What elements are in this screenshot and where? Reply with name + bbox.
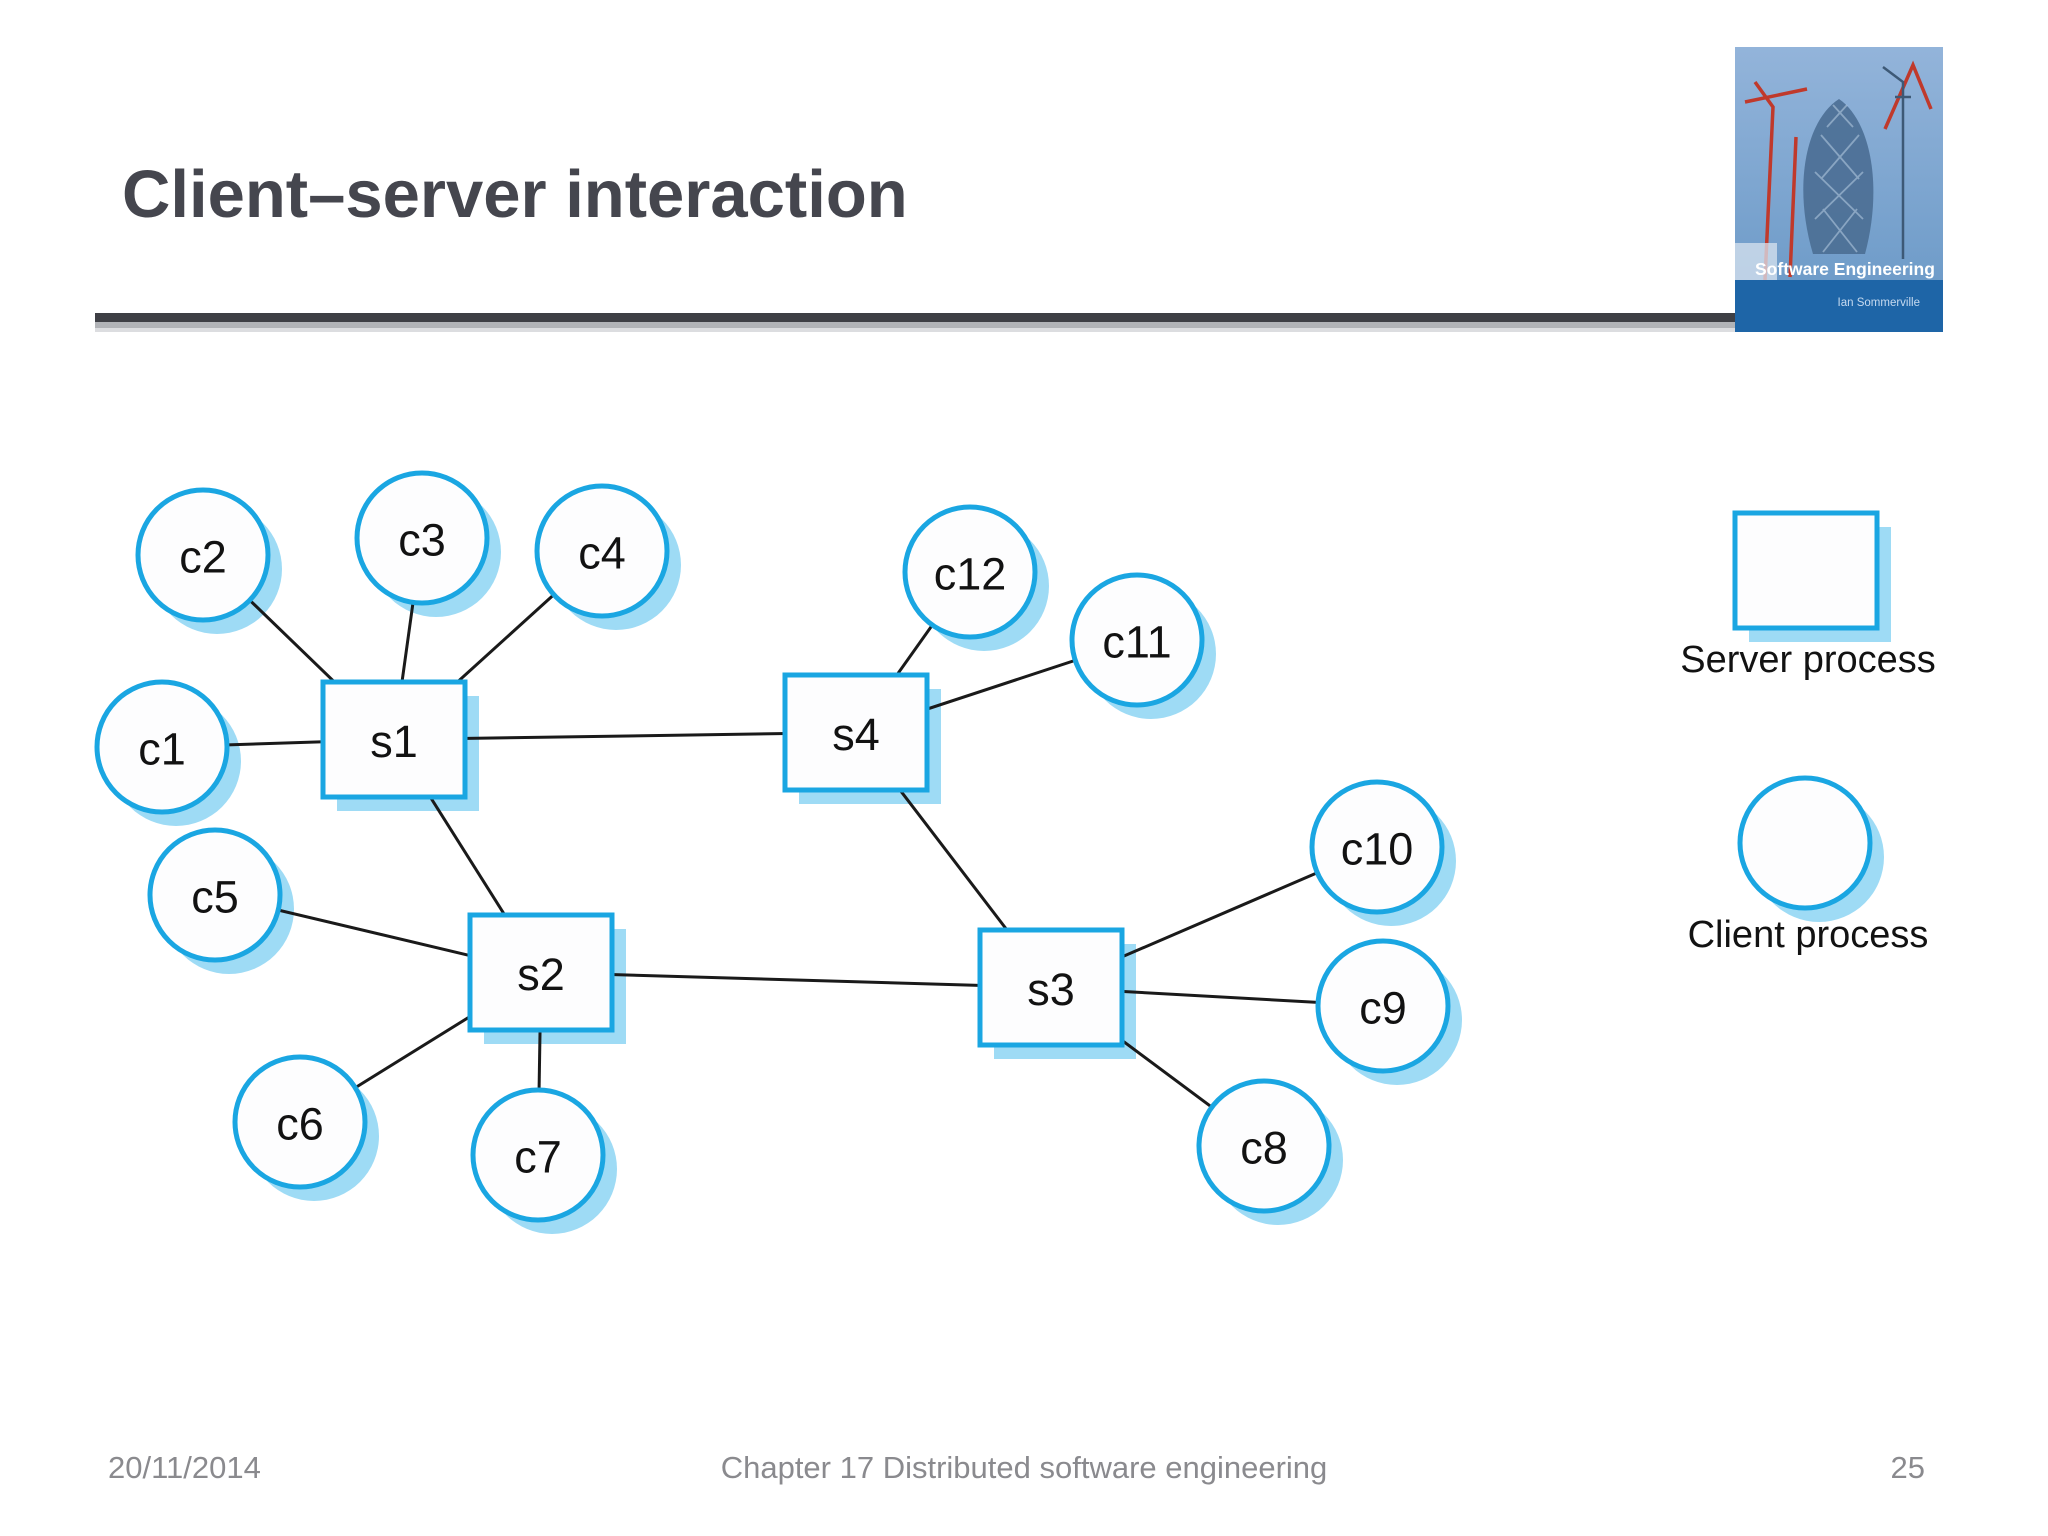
client-label-c4: c4 (578, 528, 626, 579)
crane-icon (1744, 60, 1933, 281)
client-node-c10 (1309, 779, 1445, 915)
cover-band (1735, 280, 1943, 332)
server-label-s3: s3 (1027, 964, 1075, 1015)
server-node-s3 (977, 927, 1125, 1048)
server-label-s1: s1 (370, 716, 418, 767)
client-label-c2: c2 (179, 532, 227, 583)
client-label-c5: c5 (191, 872, 239, 923)
client-node-c12 (902, 504, 1038, 640)
client-node-c3 (354, 470, 490, 606)
server-label-s2: s2 (517, 949, 565, 1000)
cover-buildings (1735, 243, 1777, 280)
footer-chapter: Chapter 17 Distributed software engineer… (720, 1450, 1328, 1485)
client-label-c11: c11 (1102, 617, 1171, 668)
server-node-s2 (467, 912, 615, 1033)
client-node-c7 (470, 1087, 606, 1223)
slide-title: Client–server interaction (122, 157, 908, 232)
gherkin-tower (1803, 99, 1874, 254)
book-author: Ian Sommerville (1838, 297, 1920, 309)
legend-label-client-process: Client process (1688, 914, 1929, 956)
client-label-c1: c1 (138, 724, 186, 775)
legend-label-server-process: Server process (1680, 639, 1936, 681)
client-node-c9 (1315, 938, 1451, 1074)
client-node-c11 (1069, 572, 1205, 708)
client-label-c3: c3 (398, 515, 446, 566)
book-title: Software Engineering (1755, 259, 1935, 279)
edge-s1-s4 (393, 731, 857, 741)
book-cover-image: Software Engineering Ian Sommerville (1735, 47, 1943, 332)
client-node-c5 (147, 827, 283, 963)
footer-page-number: 25 (1890, 1450, 1925, 1485)
server-label-s4: s4 (832, 709, 880, 760)
client-node-c8 (1196, 1078, 1332, 1214)
client-node-c2 (135, 487, 271, 623)
client-label-c7: c7 (514, 1132, 562, 1183)
edge-s2-s3 (540, 971, 1052, 989)
client-node-c6 (232, 1054, 368, 1190)
title-separator-fade (95, 328, 1943, 332)
server-node-s1 (320, 679, 468, 800)
client-node-c1 (94, 679, 230, 815)
client-label-c10: c10 (1341, 824, 1414, 875)
title-separator-shadow (95, 322, 1943, 328)
client-label-c9: c9 (1359, 983, 1407, 1034)
server-node-s4 (782, 672, 930, 793)
client-node-c4 (534, 483, 670, 619)
legend-client-swatch (1737, 775, 1873, 911)
crane-icon (1882, 66, 1911, 259)
title-separator-line (95, 313, 1943, 322)
client-label-c8: c8 (1240, 1123, 1288, 1174)
footer-date: 20/11/2014 (108, 1450, 261, 1485)
legend-server-swatch (1732, 510, 1880, 631)
book-cover-art: Software Engineering Ian Sommerville (1735, 47, 1943, 332)
client-label-c12: c12 (934, 549, 1007, 600)
client-label-c6: c6 (276, 1099, 324, 1150)
